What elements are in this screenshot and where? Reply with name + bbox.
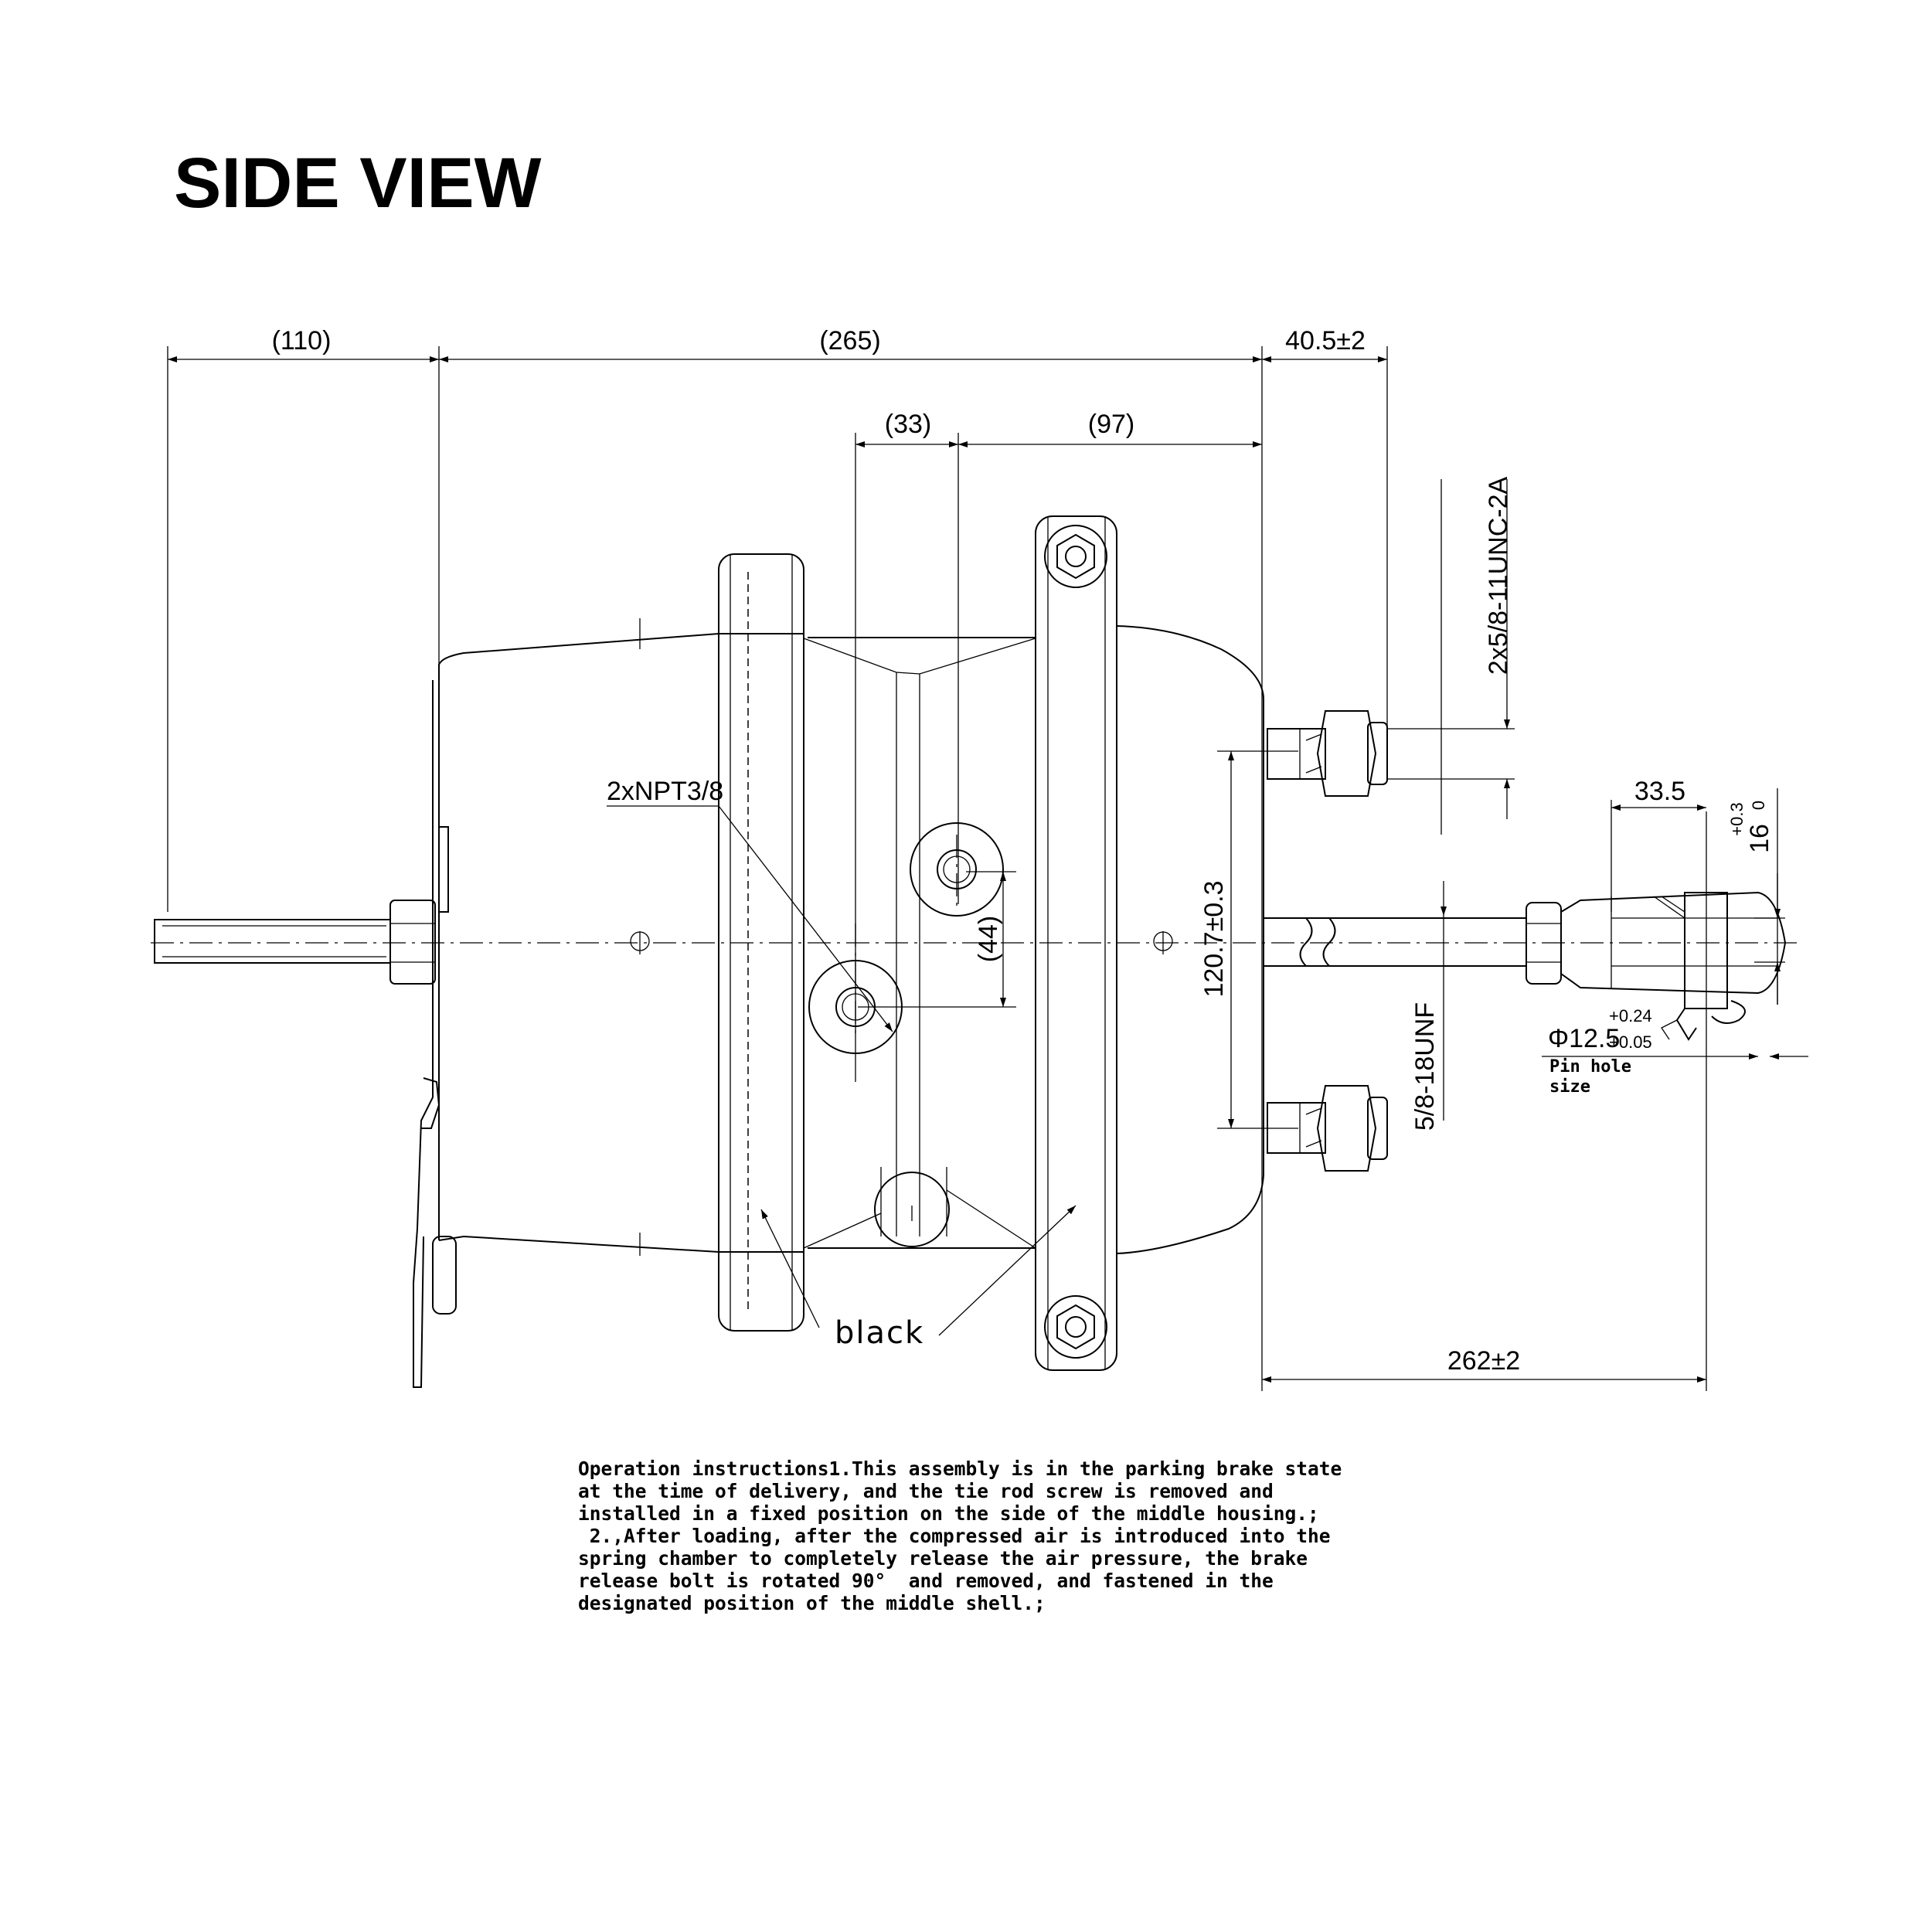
mounting-stud-upper (1267, 710, 1388, 797)
dim-40-5: 40.5±2 (1285, 326, 1366, 355)
dim-97: (97) (1088, 410, 1134, 439)
clamp-bolt-bottom (1044, 1295, 1107, 1359)
dim-pin-diameter: Φ12.5 (1548, 1024, 1620, 1053)
air-port-upper (910, 822, 1004, 917)
dim-pin-tol-plus: +0.24 (1609, 1006, 1652, 1026)
clamp-bolt-top (1044, 525, 1107, 588)
instruction-line: installed in a fixed position on the sid… (578, 1502, 1319, 1525)
dim-120-7: 120.7±0.3 (1199, 880, 1229, 997)
instruction-line: at the time of delivery, and the tie rod… (578, 1480, 1274, 1502)
label-unc: 2x5/8-11UNC-2A (1484, 477, 1513, 675)
left-bracket (413, 826, 457, 1388)
dim-44: (44) (974, 916, 1003, 962)
operation-instructions: Operation instructions1.This assembly is… (578, 1458, 1351, 1614)
dim-16-tol-minus: 0 (1749, 801, 1768, 810)
instruction-line: release bolt is rotated 90° and removed,… (578, 1570, 1274, 1592)
mounting-stud-lower (1267, 1085, 1388, 1172)
label-pin-hole: Pin hole (1549, 1057, 1631, 1077)
instruction-line: 2.,After loading, after the compressed a… (578, 1525, 1331, 1547)
label-pin-size: size (1549, 1077, 1590, 1097)
dim-33-5: 33.5 (1634, 777, 1685, 806)
label-black: black (835, 1315, 924, 1351)
dim-16: 16 (1745, 824, 1774, 853)
dim-265: (265) (819, 326, 880, 355)
clevis (1560, 891, 1787, 1041)
dimension-lines (168, 356, 1808, 1383)
push-rod (1264, 902, 1562, 985)
drawing-title: SIDE VIEW (174, 144, 542, 223)
dim-110: (110) (272, 326, 332, 355)
label-unf: 5/8-18UNF (1410, 1002, 1440, 1131)
air-port-lower (808, 960, 903, 1054)
dim-262: 262±2 (1447, 1346, 1520, 1376)
dim-33: (33) (885, 410, 931, 439)
instruction-line: spring chamber to completely release the… (578, 1547, 1308, 1570)
instruction-line: Operation instructions1.This assembly is… (578, 1458, 1342, 1480)
extension-lines (167, 346, 1778, 1391)
label-npt: 2xNPT3/8 (607, 777, 723, 806)
instruction-line: designated position of the middle shell.… (578, 1592, 1046, 1614)
dim-16-tol-plus: +0.3 (1727, 802, 1747, 835)
release-bolt (154, 900, 436, 985)
dim-pin-tol-minus: +0.05 (1609, 1032, 1652, 1052)
air-port-bottom (874, 1167, 950, 1247)
chamber-body (432, 515, 1264, 1371)
